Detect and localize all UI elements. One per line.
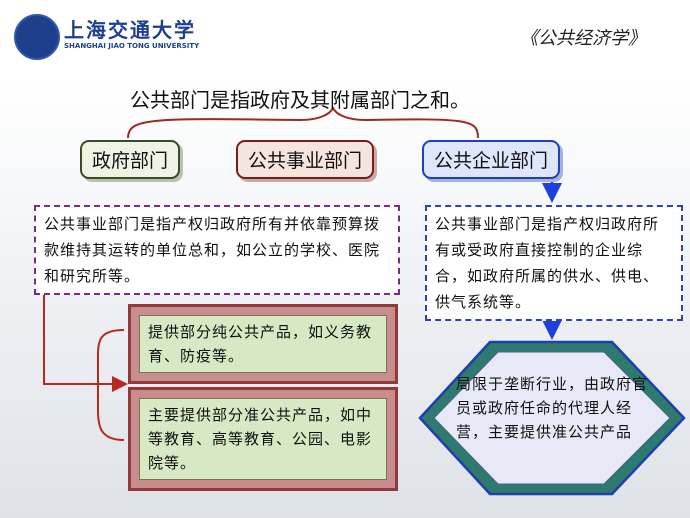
public-institution-definition: 公共事业部门是指产权归政府所有并依靠预算拨款维持其运转的单位总和，如公立的学校、… bbox=[34, 205, 400, 295]
university-name-en: SHANGHAI JIAO TONG UNIVERSITY bbox=[64, 42, 200, 50]
examples-brace bbox=[97, 329, 125, 441]
pure-public-goods-text: 提供部分纯公共产品，如义务教育、防疫等。 bbox=[139, 315, 387, 373]
category-public-institution: 公共事业部门 bbox=[236, 140, 375, 179]
category-government: 政府部门 bbox=[80, 140, 181, 179]
pure-public-goods-box: 提供部分纯公共产品，如义务教育、防疫等。 bbox=[128, 304, 398, 384]
university-name-cn: 上海交通大学 bbox=[64, 18, 196, 42]
quasi-public-goods-box: 主要提供部分准公共产品，如中等教育、高等教育、公园、电影院等。 bbox=[128, 387, 398, 491]
university-emblem-icon bbox=[14, 14, 60, 60]
public-enterprise-definition: 公共事业部门是指产权归政府所有或受政府直接控制的企业综合，如政府所属的供水、供电… bbox=[425, 205, 683, 321]
headline-brace bbox=[127, 105, 479, 139]
monopoly-note: 局限于垄断行业，由政府官员或政府任命的代理人经营，主要提供准公共产品 bbox=[456, 375, 649, 441]
course-title: 《公共经济学》 bbox=[520, 28, 646, 49]
category-public-enterprise: 公共企业部门 bbox=[422, 140, 561, 179]
quasi-public-goods-text: 主要提供部分准公共产品，如中等教育、高等教育、公园、电影院等。 bbox=[139, 398, 387, 480]
monopoly-hexagon-inner bbox=[433, 351, 671, 485]
headline: 公共部门是指政府及其附属部门之和。 bbox=[130, 88, 470, 112]
